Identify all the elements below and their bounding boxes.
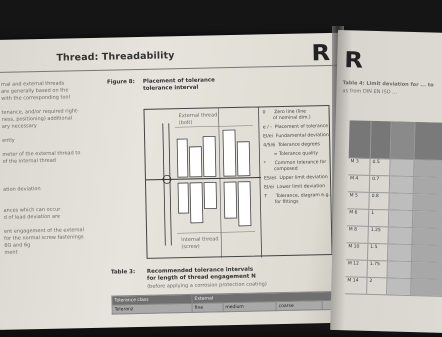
table-cell bbox=[412, 211, 442, 229]
table-cell bbox=[388, 210, 414, 228]
table-cell bbox=[411, 262, 442, 280]
brand-logo-right: R bbox=[344, 48, 364, 74]
legend-entry: EI/ei Lower limit deviation bbox=[264, 184, 326, 191]
table-cell bbox=[411, 279, 442, 297]
page-header-title: Thread: Threadability bbox=[56, 50, 175, 64]
table-subheader-cell: Toleranz bbox=[112, 303, 193, 315]
legend-entry: e / - Placement of tolerance bbox=[262, 124, 329, 131]
table-cell bbox=[412, 228, 442, 246]
table-cell bbox=[387, 278, 412, 296]
left-book-page: Thread: Threadability R rnal and externa… bbox=[0, 32, 360, 330]
brand-logo: R bbox=[311, 40, 331, 67]
right-head-cell bbox=[348, 120, 372, 158]
table-cell bbox=[413, 194, 442, 212]
diagram-bottom-label: Internal thread (screw) bbox=[181, 236, 219, 251]
table-cell: 1 bbox=[368, 209, 390, 227]
table-cell: 1.25 bbox=[368, 226, 389, 244]
legend-entry: = Tolerance quality bbox=[263, 151, 319, 158]
table-cell: 1.75 bbox=[367, 260, 388, 278]
legend-entry: 0 Zero line (line of nominal dim.) bbox=[262, 109, 311, 122]
table-cell: M 14 bbox=[345, 277, 368, 294]
table-cell: M 6 bbox=[346, 209, 370, 226]
legend-entry: ES/es Upper limit deviation bbox=[263, 175, 328, 182]
table-cell: 0.5 bbox=[370, 158, 391, 176]
table-cell bbox=[413, 177, 442, 195]
right-head-cell bbox=[414, 122, 442, 161]
right-book-page: R Table 4: Limit deviation for ... to as… bbox=[330, 30, 442, 334]
table-cell bbox=[411, 245, 442, 263]
table-cell bbox=[390, 159, 415, 177]
legend-entry: * Common tolerance for composed bbox=[263, 160, 327, 173]
diagram-top-label: External thread (bolt) bbox=[178, 112, 218, 127]
table-cell bbox=[387, 244, 413, 262]
legend-entry: T Tolerance, diagram e.g. for fittings bbox=[264, 192, 331, 206]
table-cell: 1.5 bbox=[367, 243, 389, 261]
header-rule bbox=[0, 64, 355, 73]
figure-caption: Placement of tolerance tolerance interva… bbox=[142, 77, 215, 92]
legend-entry: EI/ei Fundamental deviation bbox=[263, 133, 329, 140]
table-subheader-cell: medium bbox=[222, 301, 277, 312]
table-cell: 0.7 bbox=[369, 175, 391, 193]
table-subheader-cell: fine bbox=[192, 302, 223, 313]
right-head-cell bbox=[370, 120, 392, 159]
figure-label: Figure 8: bbox=[106, 79, 135, 86]
table-cell: M 5 bbox=[347, 192, 370, 209]
table-cell bbox=[388, 227, 413, 245]
table-cell: M 3 bbox=[348, 158, 371, 175]
table-label: Table 3: bbox=[110, 269, 136, 276]
table-cell bbox=[414, 160, 442, 178]
tolerance-diagram-svg bbox=[145, 107, 263, 259]
right-table-head bbox=[348, 120, 442, 162]
table-cell: M 8 bbox=[346, 226, 369, 243]
table-cell bbox=[389, 193, 414, 211]
table-cell: 2 bbox=[367, 277, 388, 295]
tolerance-table: Tolerance class External Toleranz fine m… bbox=[111, 291, 334, 315]
legend-entry: 4/5/6 Tolerance degrees bbox=[263, 142, 320, 149]
right-head-cell bbox=[390, 121, 416, 160]
table-subheader-cell: coarse bbox=[276, 300, 322, 311]
table-cell: M 12 bbox=[345, 260, 368, 277]
table-cell bbox=[387, 261, 412, 279]
right-table-caption-2: as from DIN EN ISO ... bbox=[342, 88, 398, 96]
tolerance-diagram: External thread (bolt) Internal thread (… bbox=[143, 104, 333, 259]
table-cell bbox=[389, 176, 415, 194]
table-cell: M 4 bbox=[347, 175, 371, 192]
table-cell: M 10 bbox=[346, 243, 369, 260]
table-cell: 0.8 bbox=[369, 192, 390, 210]
diagram-legend: 0 Zero line (line of nominal dim.) e / - … bbox=[263, 109, 331, 209]
